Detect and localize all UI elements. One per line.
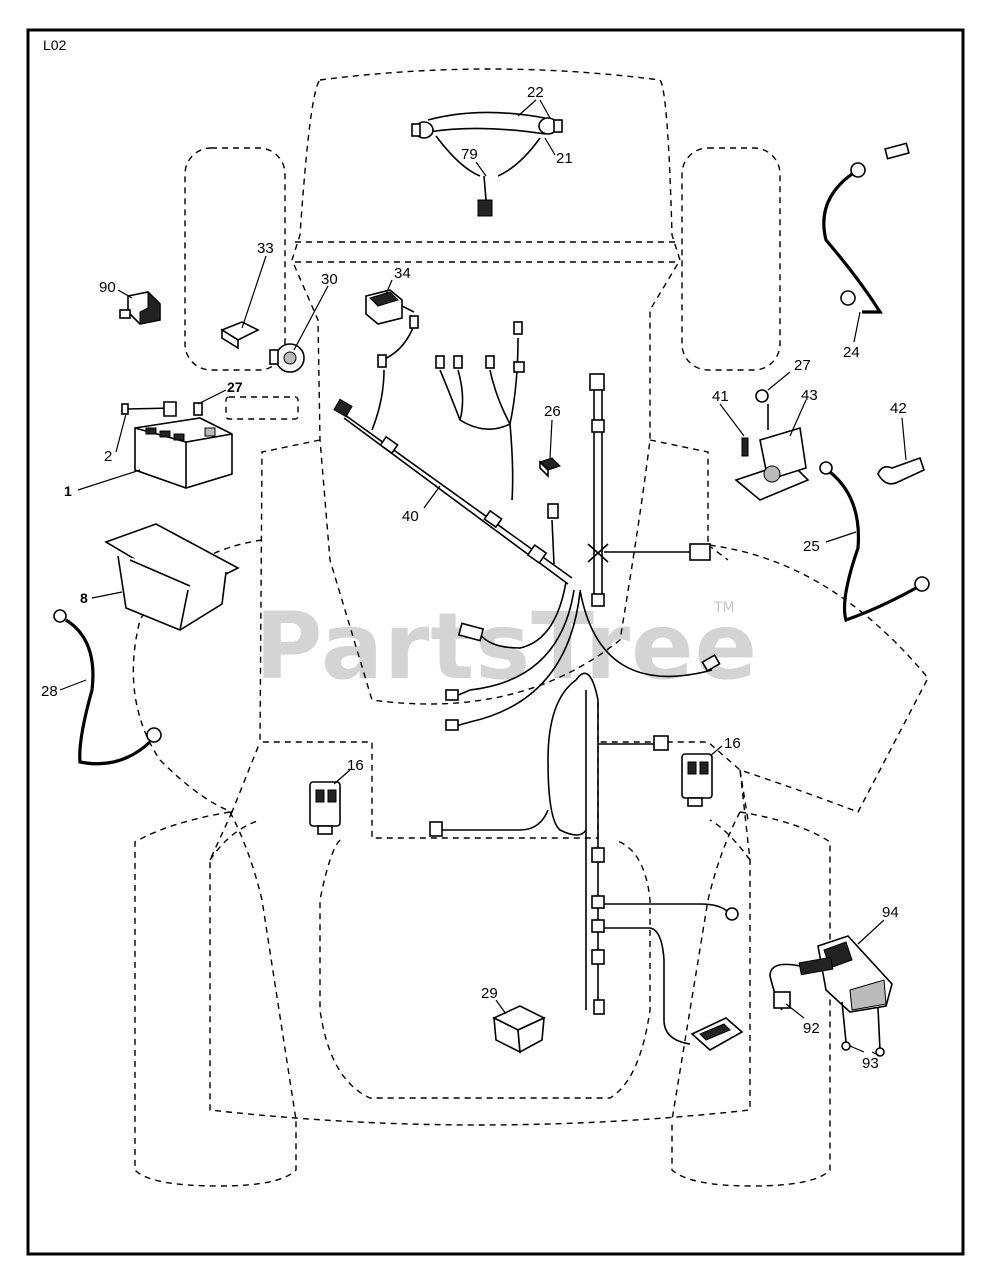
- rear-fender-outline: [209, 769, 751, 1126]
- part-29-connector: [492, 1005, 546, 1054]
- hood-crossbar: [295, 241, 675, 263]
- battery-bolts: [121, 401, 203, 417]
- part-30-ignition: [269, 343, 305, 373]
- part-25-cable: [819, 461, 930, 623]
- callout-1: 1: [64, 483, 72, 499]
- callout-34: 34: [394, 265, 411, 282]
- vertical-harness: [587, 373, 711, 607]
- part-34-switch: [365, 289, 415, 325]
- watermark-tm: TM: [713, 600, 735, 616]
- seat-outline: [319, 839, 651, 1099]
- part-1-battery: [134, 417, 233, 489]
- diagram-frame: [26, 28, 965, 1256]
- callout-28: 28: [41, 683, 58, 700]
- part-8-battery-box: [104, 523, 240, 631]
- part-42-terminal: [877, 456, 925, 485]
- callout-25: 25: [803, 538, 820, 555]
- callout-41: 41: [712, 388, 729, 405]
- part-24-cable: [822, 142, 910, 314]
- callout-92: 92: [803, 1020, 820, 1037]
- callout-29: 29: [481, 985, 498, 1002]
- callout-90: 90: [99, 279, 116, 296]
- callout-42: 42: [890, 400, 907, 417]
- deck-outline-left: [132, 539, 263, 813]
- callout-16-left: 16: [347, 757, 364, 774]
- callout-26: 26: [544, 403, 561, 420]
- callout-21: 21: [556, 150, 573, 167]
- part-40-main-harness: [333, 315, 739, 1045]
- callout-93: 93: [862, 1055, 879, 1072]
- part-90-switch: [119, 290, 161, 325]
- headlight-harness: [411, 111, 563, 217]
- part-93-screws: [841, 1001, 885, 1057]
- hood-outline: [291, 68, 681, 705]
- part-92-harness: [769, 956, 834, 1011]
- callout-27-battery: 27: [227, 379, 243, 395]
- part-16-connector-right: [681, 753, 713, 807]
- front-wheel-left-outline: [184, 147, 286, 371]
- battery-tray-outline: [225, 396, 299, 420]
- part-43-solenoid: [734, 389, 810, 501]
- callout-24: 24: [843, 344, 860, 361]
- diagram-code: L02: [43, 37, 67, 53]
- body-outline-right: [598, 439, 929, 813]
- part-28-cable: [53, 609, 162, 766]
- callout-43: 43: [801, 387, 818, 404]
- callout-94: 94: [882, 904, 899, 921]
- rear-wheel-left-outline: [134, 811, 297, 1187]
- callout-16-right: 16: [724, 735, 741, 752]
- part-26-fuse: [539, 457, 561, 478]
- part-33-relay: [220, 321, 260, 350]
- callout-8: 8: [80, 590, 88, 606]
- callouts: 22 21 79 33 30 34 90 27 2 1 26 40 24 27 …: [41, 84, 907, 1072]
- callout-2: 2: [104, 448, 112, 465]
- callout-22: 22: [527, 84, 544, 101]
- callout-30: 30: [321, 271, 338, 288]
- callout-79: 79: [461, 146, 478, 163]
- callout-27-solenoid: 27: [794, 357, 811, 374]
- rear-wheel-right-outline: [671, 811, 831, 1187]
- callout-33: 33: [257, 240, 274, 257]
- front-wheel-right-outline: [681, 147, 781, 371]
- seat-switch-connector: [690, 1017, 744, 1051]
- callout-40: 40: [402, 508, 419, 525]
- deck-outline-right: [707, 544, 749, 821]
- part-16-connector-left: [309, 781, 341, 835]
- part-94-seat-switch: [817, 935, 893, 1013]
